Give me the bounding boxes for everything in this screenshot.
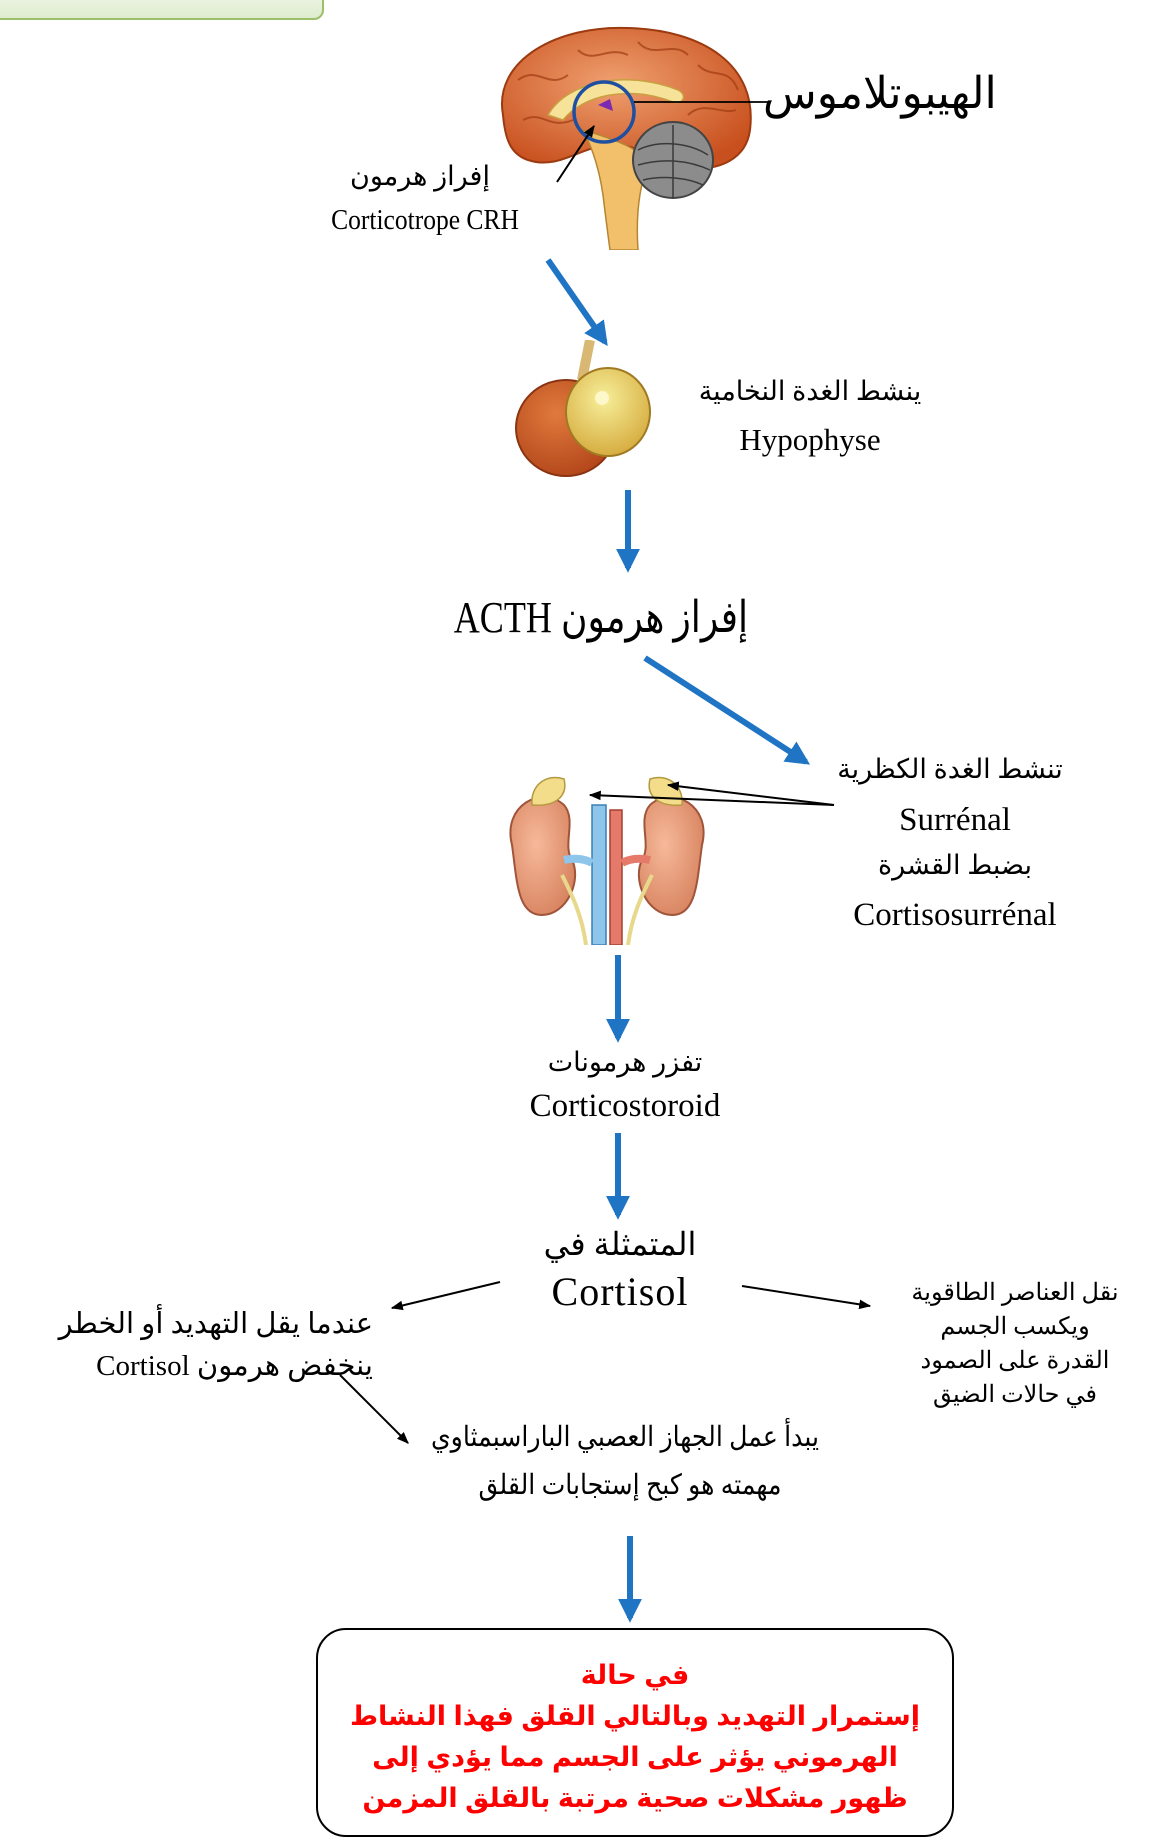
warning-line-3: الهرموني يؤثر على الجسم مما يؤدي إلى	[318, 1742, 952, 1773]
right-branch-line-4: في حالات الضيق	[875, 1378, 1155, 1412]
warning-line-2: إستمرار التهديد وبالتالي القلق فهذا النش…	[318, 1701, 952, 1732]
adrenal-cortex-en: Cortisosurrénal	[820, 893, 1090, 937]
pointer-cortisol-right	[742, 1286, 870, 1306]
crh-secretion-ar: إفراز هرمون	[345, 158, 495, 194]
warning-box: في حالة إستمرار التهديد وبالتالي القلق ف…	[316, 1628, 954, 1837]
parasympathetic-line-2: مهمته هو كبح إستجابات القلق	[441, 1466, 819, 1506]
pituitary-activates-ar: ينشط الغدة النخامية	[680, 372, 940, 410]
acth-label: إفراز هرمون ACTH	[502, 588, 748, 648]
cortisol-represented-ar: المتمثلة في	[500, 1222, 740, 1266]
arrow-crh-to-pituitary	[548, 260, 605, 342]
adrenal-name-en: Surrénal	[840, 798, 1070, 842]
adrenal-activates-ar: تنشط الغدة الكظرية	[820, 750, 1080, 788]
pituitary-name-en: Hypophyse	[700, 418, 920, 462]
pointer-crh-to-hypothalamus	[557, 126, 594, 182]
right-branch-line-1: نقل العناصر الطاقوية	[875, 1276, 1155, 1310]
arrow-acth-to-adrenal	[645, 658, 806, 762]
left-branch-line-2: ينخفض هرمون Cortisol	[8, 1346, 373, 1386]
right-branch-line-2: ويكسب الجسم	[875, 1310, 1155, 1344]
left-branch-line-1: عندما يقل التهديد أو الخطر	[8, 1304, 373, 1344]
adrenal-cortex-ar: بضبط القشرة	[840, 846, 1070, 884]
warning-line-1: في حالة	[318, 1660, 952, 1691]
cortisol-name-en: Cortisol	[510, 1266, 730, 1318]
pointer-cortisol-left	[392, 1282, 500, 1308]
hypothalamus-label: الهيبوتلاموس	[763, 64, 997, 124]
parasympathetic-line-1: يبدأ عمل الجهاز العصبي الباراسبمثاوي	[441, 1418, 819, 1458]
warning-line-4: ظهور مشكلات صحية مرتبة بالقلق المزمن	[318, 1783, 952, 1814]
crh-secretion-en: Corticotrope CRH	[311, 200, 540, 240]
corticosteroid-secrete-ar: تفزر هرمونات	[510, 1043, 740, 1081]
corticosteroid-name-en: Corticostoroid	[480, 1084, 770, 1128]
right-branch-line-3: القدرة على الصمود	[875, 1344, 1155, 1378]
